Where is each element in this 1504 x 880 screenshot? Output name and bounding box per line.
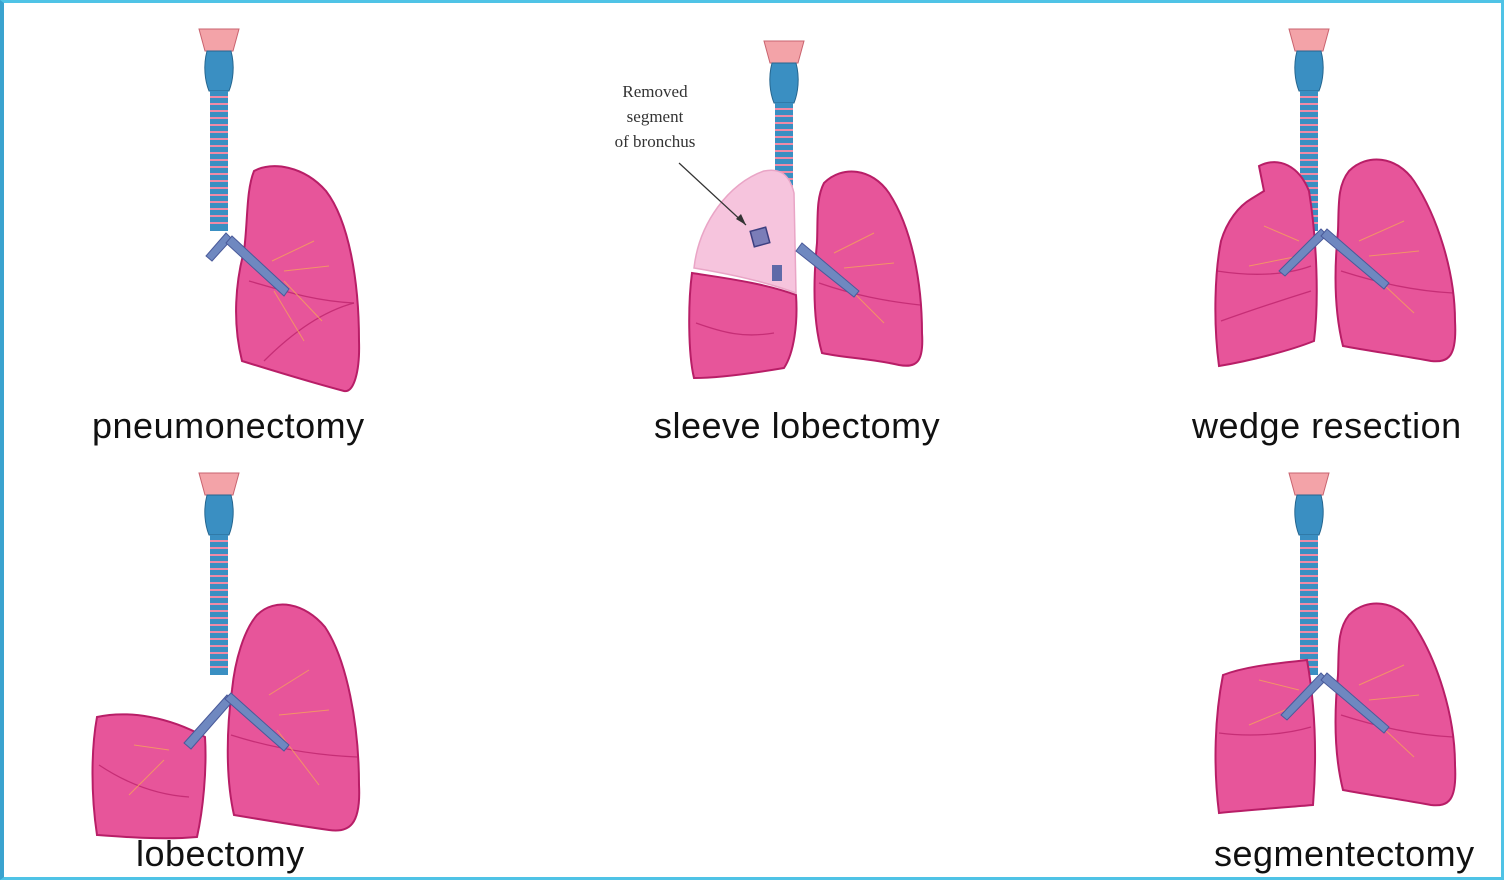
panel-pneumonectomy <box>154 21 394 401</box>
right-lower-lobe <box>93 714 206 838</box>
thyroid-cartilage <box>770 63 798 103</box>
thyroid-cartilage <box>205 51 233 91</box>
right-lung-remaining <box>1216 660 1315 813</box>
callout-line-1: Removed <box>600 79 710 104</box>
right-bronchus <box>206 233 232 261</box>
panel-lobectomy <box>89 465 389 845</box>
right-lung-with-wedge <box>1215 162 1316 366</box>
wedge-resection-illustration <box>1209 21 1469 381</box>
panel-sleeve-lobectomy <box>684 33 944 383</box>
thyroid-cartilage <box>205 495 233 535</box>
lobectomy-illustration <box>89 465 389 845</box>
larynx <box>1289 29 1329 51</box>
caption-sleeve-lobectomy: sleeve lobectomy <box>654 405 940 447</box>
caption-lobectomy: lobectomy <box>136 833 305 875</box>
callout-line-3: of bronchus <box>600 129 710 154</box>
panel-segmentectomy <box>1209 465 1469 825</box>
thyroid-cartilage <box>1295 495 1323 535</box>
right-lower-lobe <box>689 273 796 378</box>
left-lung <box>236 166 359 391</box>
segmentectomy-illustration <box>1209 465 1469 825</box>
larynx <box>1289 473 1329 495</box>
trachea <box>199 29 239 231</box>
thyroid-cartilage <box>1295 51 1323 91</box>
larynx <box>199 473 239 495</box>
larynx <box>764 41 804 63</box>
trachea <box>199 473 239 675</box>
callout-removed-segment: Removed segment of bronchus <box>600 79 710 154</box>
larynx <box>199 29 239 51</box>
pneumonectomy-illustration <box>154 21 394 401</box>
caption-wedge-resection: wedge resection <box>1192 405 1462 447</box>
removed-bronchus-segment <box>750 227 770 247</box>
caption-pneumonectomy: pneumonectomy <box>92 405 365 447</box>
trachea <box>1289 473 1329 675</box>
panel-wedge-resection <box>1209 21 1469 381</box>
remaining-bronchus-stub <box>772 265 782 281</box>
sleeve-lobectomy-illustration <box>684 33 944 383</box>
callout-line-2: segment <box>600 104 710 129</box>
right-bronchus <box>184 695 233 749</box>
caption-segmentectomy: segmentectomy <box>1214 833 1475 875</box>
